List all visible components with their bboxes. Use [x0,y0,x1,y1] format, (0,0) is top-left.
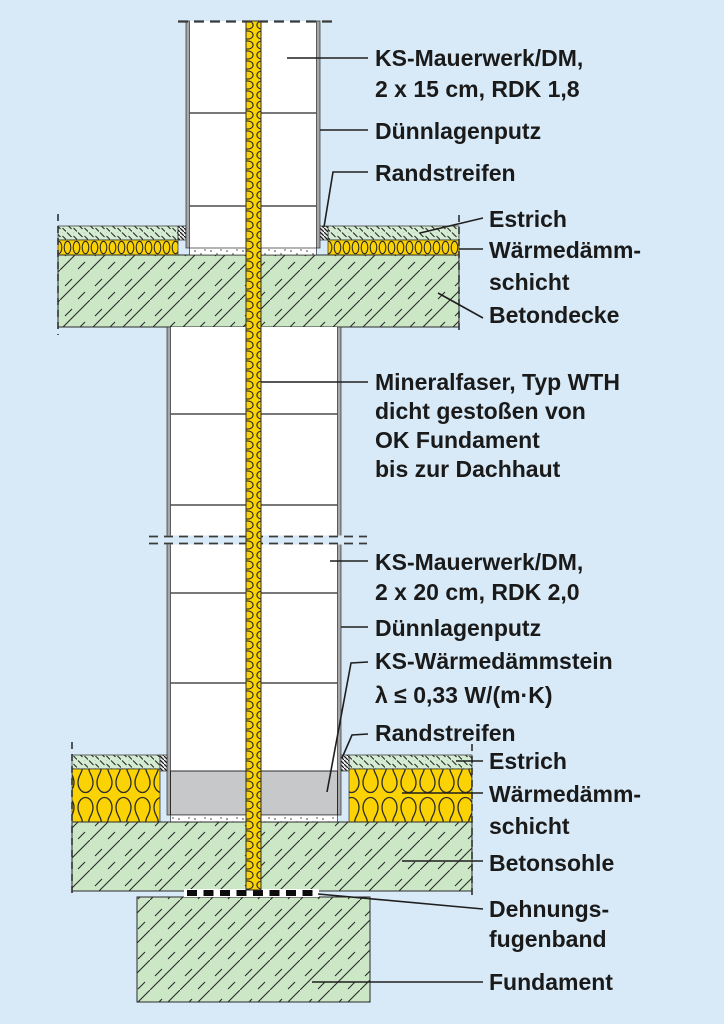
leader-estrich-upper [419,217,484,234]
upper-wall-plaster-left [185,20,190,249]
cut-lines [57,20,473,897]
mineralfaser-core-strip [245,20,262,891]
randstreifen-lower-right [340,754,350,772]
label-estrich-lower: Estrich [489,748,567,774]
label-betondecke: Betondecke [489,302,619,328]
label-mineralfaser-line2: dicht gestoßen von [375,398,586,424]
leader-randstreifen-lower [341,733,369,759]
fundament-block [136,896,371,1003]
lower-wall-plaster-right [337,326,342,816]
label-duennlagenputz-lower: Dünnlagenputz [375,615,541,641]
label-dehnungsfugenband-line1: Dehnungs- [489,896,609,922]
leader-ks-daemmstein [326,661,369,793]
label-waermedaemm-lower-line2: schicht [489,813,570,839]
estrich-lower-right-layer [348,754,473,770]
label-duennlagenputz-upper: Dünnlagenputz [375,118,541,144]
insulation-lower-right-layer [348,768,473,823]
label-fundament: Fundament [489,969,613,995]
label-ks-daemmstein-line1: KS-Wärmedämmstein [375,648,613,674]
insulation-upper-right-layer [327,239,460,256]
leader-dehnungsfugenband [317,893,484,910]
label-randstreifen-upper: Randstreifen [375,160,516,186]
label-waermedaemm-upper-line1: Wärmedämm- [489,237,641,263]
betonsohle-slab [71,821,473,892]
label-waermedaemm-lower-line1: Wärmedämm- [489,781,641,807]
label-estrich-upper: Estrich [489,206,567,232]
insulation-upper-left-layer [57,239,179,256]
label-ks-lower-line2: 2 x 20 cm, RDK 2,0 [375,579,580,605]
randstreifen-upper-right [319,225,329,241]
label-dehnungsfugenband-line2: fugenband [489,926,607,952]
label-randstreifen-lower: Randstreifen [375,720,516,746]
label-mineralfaser-line4: bis zur Dachhaut [375,456,561,482]
estrich-upper-left-layer [57,225,179,241]
lower-wall-plaster-left [166,326,171,816]
dehnungsfugenband [184,889,319,897]
leader-betondecke [437,292,484,319]
label-ks-daemmstein-line2: λ ≤ 0,33 W/(m·K) [375,682,553,708]
label-ks-lower-line1: KS-Mauerwerk/DM, [375,549,583,575]
randstreifen-lower-left [159,754,168,772]
label-ks-upper-line2: 2 x 15 cm, RDK 1,8 [375,76,580,102]
label-mineralfaser-line3: OK Fundament [375,427,540,453]
label-ks-upper-line1: KS-Mauerwerk/DM, [375,45,583,71]
label-betonsohle: Betonsohle [489,850,614,876]
labels: KS-Mauerwerk/DM, 2 x 15 cm, RDK 1,8 Dünn… [375,45,641,995]
leader-lines [261,57,484,983]
leader-randstreifen-upper [323,171,368,228]
label-mineralfaser-line1: Mineralfaser, Typ WTH [375,369,620,395]
upper-wall-plaster-right [316,20,321,249]
randstreifen-upper-left [177,225,187,241]
label-waermedaemm-upper-line2: schicht [489,269,570,295]
estrich-lower-left-layer [71,754,161,770]
insulation-lower-left-layer [71,768,161,823]
lower-floor-assembly [71,754,473,892]
joint-band-underlay [184,889,319,897]
